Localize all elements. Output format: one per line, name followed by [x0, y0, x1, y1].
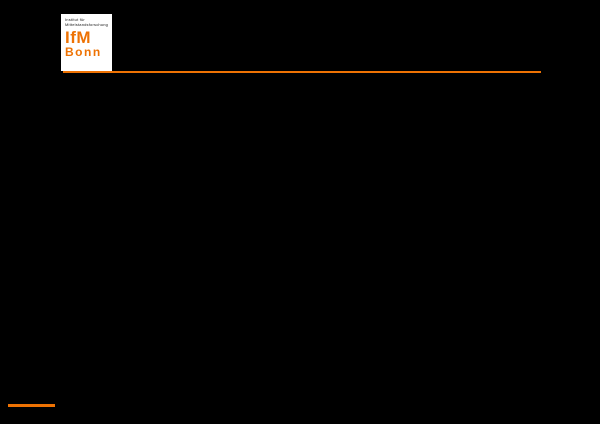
logo-institute-line1: Institut für [65, 17, 85, 22]
footer-accent-line [8, 404, 55, 407]
logo-wordmark-sub: Bonn [65, 45, 102, 59]
logo-institute-line2: Mittelstandsforschung [65, 22, 108, 27]
ifm-bonn-logo: Institut für Mittelstandsforschung IfM B… [61, 14, 112, 71]
header-rule [63, 71, 541, 73]
logo-institute-text: Institut für Mittelstandsforschung [65, 17, 108, 27]
logo-wordmark-main: IfM [65, 28, 92, 47]
